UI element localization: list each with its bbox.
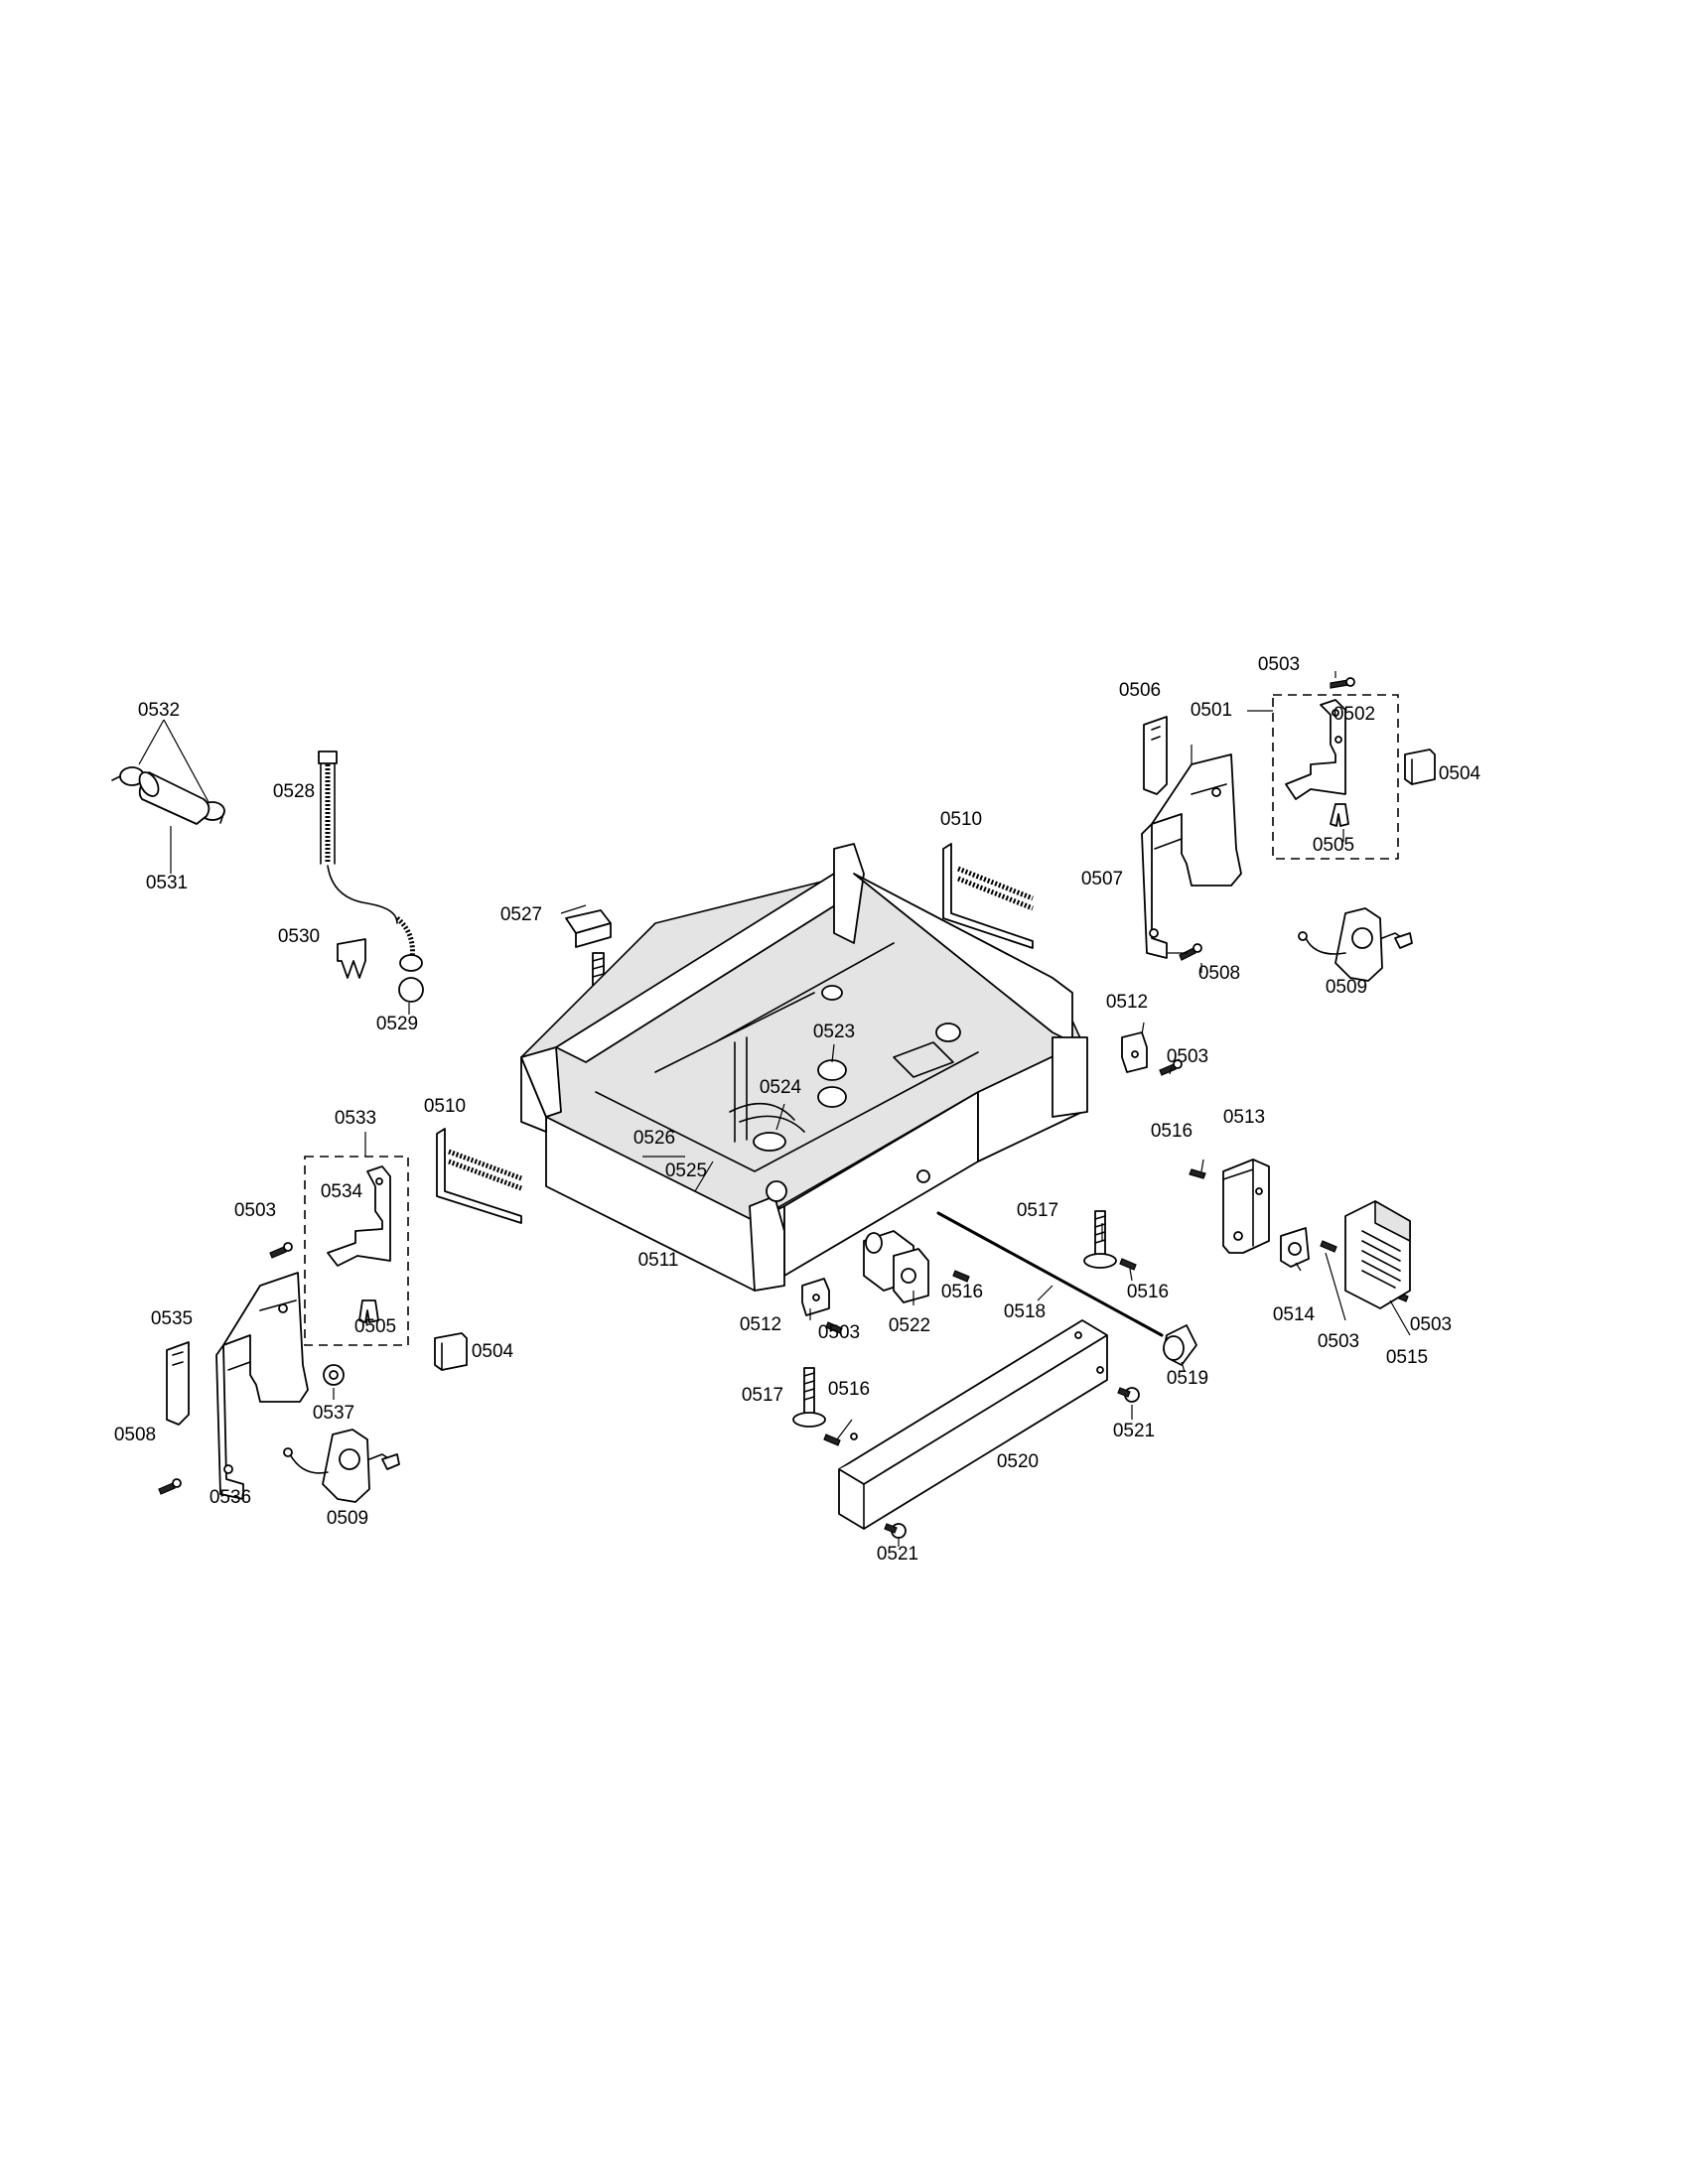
leveling-foot-bottom-part [792, 1367, 826, 1428]
small-bracket-part [1280, 1227, 1310, 1268]
label-0506: 0506 [1119, 680, 1161, 701]
callout-labels: 0532 0531 0528 0530 0529 0527 0510 0510 … [114, 654, 1481, 1565]
screw-0508-top-part [1179, 943, 1202, 961]
label-0516-right: 0516 [1151, 1121, 1193, 1142]
mounting-bracket-top-part [1121, 1031, 1148, 1073]
label-0501: 0501 [1191, 700, 1232, 721]
hose-part [138, 771, 210, 825]
label-0508-top: 0508 [1198, 963, 1240, 984]
label-0504-left: 0504 [472, 1341, 514, 1362]
hose-clip-part [337, 938, 366, 979]
label-0503-far: 0503 [1410, 1314, 1452, 1335]
label-0505-left: 0505 [354, 1316, 396, 1337]
label-0515: 0515 [1386, 1347, 1428, 1368]
hinge-assembly-group [1272, 694, 1399, 860]
screw-0508-left-part [158, 1478, 182, 1495]
label-0523: 0523 [813, 1022, 855, 1042]
label-0519: 0519 [1167, 1368, 1208, 1389]
label-0525: 0525 [665, 1160, 707, 1181]
label-0521-bottom: 0521 [877, 1544, 918, 1565]
leveling-foot-part [565, 909, 618, 1015]
cable-pulley-left-part [283, 1429, 400, 1503]
label-0521-top: 0521 [1113, 1421, 1155, 1441]
inlet-valve-part [863, 1230, 929, 1303]
label-0512-top: 0512 [1106, 992, 1148, 1013]
hinge-assembly-left-group [304, 1156, 409, 1346]
label-0520: 0520 [997, 1451, 1039, 1472]
label-0508-left: 0508 [114, 1425, 156, 1445]
label-0502: 0502 [1333, 704, 1375, 725]
label-0516-front: 0516 [941, 1282, 983, 1302]
spring-bracket-top-part [942, 843, 1034, 949]
label-0527: 0527 [500, 904, 542, 925]
label-0532: 0532 [138, 700, 180, 721]
hinge-plate-part [1141, 753, 1242, 959]
label-0530: 0530 [278, 926, 320, 947]
label-0510-top: 0510 [940, 809, 982, 830]
screw-0503-side-part [1320, 1240, 1337, 1253]
screw-0503-front-part [825, 1321, 843, 1334]
label-0517-right: 0517 [1017, 1200, 1058, 1221]
screw-0521-bottom-part [884, 1523, 907, 1539]
label-0503-side: 0503 [1318, 1331, 1359, 1352]
screw-0503-left-part [269, 1242, 293, 1259]
label-0516-bottom: 0516 [828, 1379, 870, 1400]
label-0503-front: 0503 [818, 1322, 860, 1343]
label-0528: 0528 [273, 781, 315, 802]
roller-part [323, 1364, 345, 1386]
label-0505-right: 0505 [1313, 835, 1354, 856]
side-bracket-part [1222, 1159, 1270, 1254]
drain-hose-part [318, 751, 424, 1003]
label-0503-left: 0503 [234, 1200, 276, 1221]
label-0534: 0534 [321, 1181, 363, 1202]
hinge-cap-right-part [1404, 749, 1436, 785]
screw-0503-mid-part [1159, 1059, 1183, 1076]
label-0509-left: 0509 [327, 1508, 368, 1529]
cable-pulley-right-part [1298, 907, 1413, 982]
screw-0516-front-part [952, 1270, 970, 1283]
hinge-cover-part [1143, 716, 1168, 795]
label-0517-bottom: 0517 [742, 1385, 783, 1406]
label-0509-right: 0509 [1326, 977, 1367, 998]
leader-lines [138, 671, 1411, 1547]
label-0503-top: 0503 [1258, 654, 1300, 675]
base-tub-part [520, 843, 1088, 1292]
screw-0521-top-part [1117, 1387, 1140, 1403]
label-0536: 0536 [210, 1487, 251, 1508]
mounting-bracket-bottom-part [801, 1278, 830, 1316]
toe-kick-panel-part [838, 1319, 1108, 1530]
label-0512-bottom: 0512 [740, 1314, 781, 1335]
screw-0516-front2-part [1119, 1258, 1137, 1271]
label-0522: 0522 [889, 1315, 930, 1336]
rod-part [936, 1211, 1164, 1337]
label-0511: 0511 [638, 1250, 679, 1271]
label-0518: 0518 [1004, 1301, 1046, 1322]
front-panel-insert-part [1344, 1200, 1411, 1309]
hinge-plate-left-part [215, 1272, 309, 1500]
label-0507: 0507 [1081, 869, 1123, 889]
hinge-cover-left-part [166, 1341, 190, 1426]
hinge-cap-left-part [434, 1332, 468, 1371]
label-0503-mid: 0503 [1167, 1046, 1208, 1067]
label-0533: 0533 [335, 1108, 376, 1129]
label-0513: 0513 [1223, 1107, 1265, 1128]
label-0531: 0531 [146, 873, 188, 893]
label-0514: 0514 [1273, 1304, 1316, 1325]
label-0504-right: 0504 [1439, 763, 1481, 784]
label-0535: 0535 [151, 1308, 193, 1329]
rod-end-cap-part [1163, 1324, 1197, 1366]
label-0526: 0526 [633, 1128, 675, 1149]
screw-0516-right-part [1189, 1168, 1206, 1179]
leveling-foot-right-part [1083, 1210, 1117, 1269]
screw-0516-bottom-part [823, 1433, 841, 1446]
label-0510-left: 0510 [424, 1096, 466, 1117]
label-0516-mid: 0516 [1127, 1282, 1169, 1302]
screw-0503-top-part [1330, 677, 1355, 689]
spring-bracket-left-part [436, 1128, 522, 1224]
label-0537: 0537 [313, 1403, 354, 1424]
label-0524: 0524 [760, 1077, 802, 1098]
label-0529: 0529 [376, 1014, 418, 1034]
